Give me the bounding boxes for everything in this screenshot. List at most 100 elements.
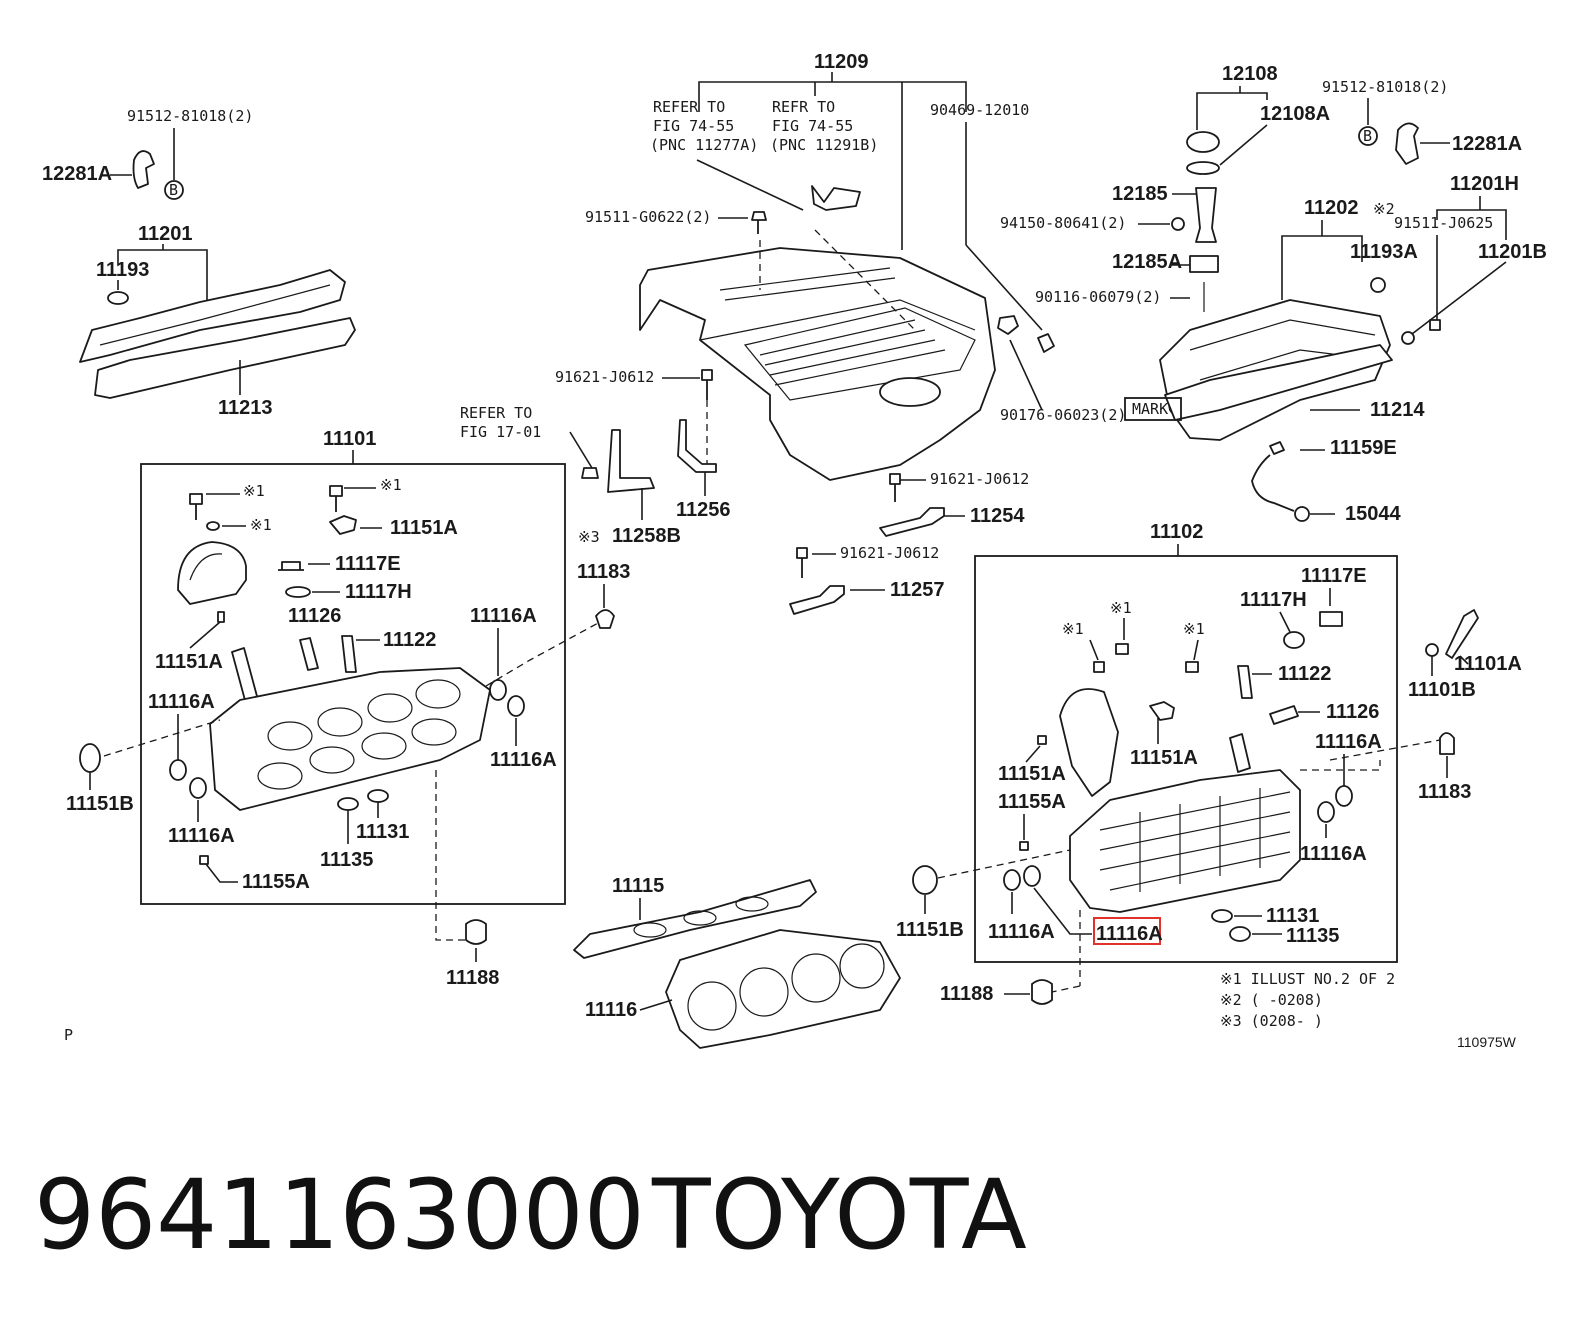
bolt-91621-a <box>701 369 713 400</box>
plug-11183-rh <box>1439 732 1455 755</box>
stud-11151a-rh <box>1037 735 1047 745</box>
head-cover-rh-group: 12108 12108A 91512-81018(2) B 12281A 121… <box>1000 63 1547 525</box>
label-star1-c: ※1 <box>380 476 402 494</box>
label-12185a: 12185A <box>1112 251 1182 273</box>
plug-11188-lh-group: 11188 <box>446 919 499 989</box>
right-side-parts-group: 11101A 11101B 11183 11151B 11188 <box>896 609 1522 1005</box>
union-15044 <box>1294 506 1310 522</box>
gasket-11117h-rh <box>1283 631 1305 649</box>
grommet-90469 <box>1037 333 1055 353</box>
label-91621-b: 91621-J0612 <box>930 470 1029 488</box>
label-15044: 15044 <box>1345 503 1401 525</box>
label-11131-rh: 11131 <box>1266 905 1319 927</box>
cap-11193a <box>1370 277 1386 293</box>
timing-cover-lh <box>177 541 247 605</box>
label-11151b-rh: 11151B <box>896 919 964 941</box>
label-11117e: 11117E <box>335 553 401 575</box>
label-11155a-rh: 11155A <box>998 791 1066 813</box>
grommet-11201b <box>1401 331 1415 345</box>
plug-11116a-lh-d <box>189 777 207 799</box>
label-11213: 11213 <box>218 397 273 419</box>
bolt-91621-c <box>796 547 808 578</box>
label-11151b-lh: 11151B <box>66 793 134 815</box>
seal-11151b-rh <box>912 865 938 895</box>
label-11151a-rh-left: 11151A <box>998 763 1066 785</box>
head-cover-lh <box>79 269 346 363</box>
label-11116: 11116 <box>585 999 637 1021</box>
label-11117h: 11117H <box>345 581 412 603</box>
bolt-91621-b <box>889 473 901 502</box>
tube-gasket-12185a <box>1189 255 1219 273</box>
label-90469: 90469-12010 <box>930 101 1029 119</box>
plug-11183-lh-group: 11183 <box>577 561 630 629</box>
caption-part-number: 9641163000 <box>34 1159 645 1271</box>
label-11151a-left: 11151A <box>155 651 223 673</box>
engine-cover <box>639 247 996 481</box>
label-11202: 11202 <box>1304 197 1359 219</box>
label-11102: 11102 <box>1150 521 1203 543</box>
gasket-11213 <box>94 317 356 399</box>
corner-letter: P <box>64 1026 73 1044</box>
label-12108a: 12108A <box>1260 103 1330 125</box>
label-star1-rh-a: ※1 <box>1110 599 1132 617</box>
cap-gasket-12108a <box>1186 161 1220 175</box>
label-11116a-highlight: 11116A <box>1096 923 1163 945</box>
label-11126-rh: 11126 <box>1326 701 1379 723</box>
bolt-11159e <box>1269 441 1285 455</box>
refer-fig-74-55-a: REFER TO FIG 74-55 (PNC 11277A) <box>650 98 758 154</box>
head-cover-lh-group: 91512-81018(2) B 12281A 11201 11193 1121… <box>42 107 356 419</box>
plug-11116a-rh-b <box>1317 801 1335 823</box>
bracket-11258b <box>607 429 655 493</box>
label-11115: 11115 <box>612 875 664 897</box>
label-11116a-lh-left: 11116A <box>148 691 215 713</box>
label-11135-lh: 11135 <box>320 849 373 871</box>
label-11257: 11257 <box>890 579 945 601</box>
engine-hanger-left <box>132 150 155 189</box>
label-11159e: 11159E <box>1330 437 1397 459</box>
label-11131-lh: 11131 <box>356 821 409 843</box>
plug-11135-lh <box>337 797 359 811</box>
label-star1-rh-b: ※1 <box>1062 620 1084 638</box>
brackets-group: 91621-J0612 REFER TO FIG 17-01 ※3 11258B… <box>460 368 1029 615</box>
label-11122: 11122 <box>383 629 436 651</box>
marker-b-left <box>164 180 184 200</box>
timing-cover-rh <box>1059 688 1119 797</box>
label-11201h: 11201H <box>1450 173 1519 195</box>
note-2: ※2 ( -0208) <box>1220 991 1323 1009</box>
label-11209: 11209 <box>814 51 869 73</box>
label-11193a: 11193A <box>1350 241 1418 263</box>
label-11256: 11256 <box>676 499 731 521</box>
nut-90176 <box>997 315 1019 335</box>
label-11116a-lh-top: 11116A <box>470 605 537 627</box>
label-94150: 94150-80641(2) <box>1000 214 1126 232</box>
label-11116a-lh-right: 11116A <box>490 749 557 771</box>
label-91511-g0622: 91511-G0622(2) <box>585 208 711 226</box>
nut-94150 <box>1171 217 1185 231</box>
marker-b-right <box>1358 126 1378 146</box>
label-11116a-lh-bottom: 11116A <box>168 825 235 847</box>
plug-11131-rh <box>1211 909 1233 923</box>
label-12281a-left: 12281A <box>42 163 112 185</box>
cylinder-head-lh <box>209 667 491 811</box>
label-11116a-rh-top: 11116A <box>1315 731 1382 753</box>
label-11188-lh: 11188 <box>446 967 499 989</box>
note-3: ※3 (0208- ) <box>1220 1012 1323 1030</box>
plug-11116a-rh-a <box>1335 785 1353 807</box>
tube-11151a <box>231 647 259 705</box>
marker-b-right-text: B <box>1363 127 1372 145</box>
gaskets-group: 11115 11116 <box>573 875 901 1049</box>
label-11101a: 11101A <box>1454 653 1522 675</box>
label-91511-j0625: 91511-J0625 <box>1394 214 1493 232</box>
label-star1-a: ※1 <box>243 482 265 500</box>
label-11254: 11254 <box>970 505 1025 527</box>
label-11135-rh: 11135 <box>1286 925 1339 947</box>
label-11116a-rh-bottom: 11116A <box>988 921 1055 943</box>
guide-11122-rh <box>1237 665 1253 699</box>
label-11201b: 11201B <box>1478 241 1547 263</box>
plug-11117e <box>278 561 304 571</box>
marker-b-left-text: B <box>169 181 178 199</box>
bolt-star1-rh-c <box>1185 661 1199 673</box>
label-90176: 90176-06023(2) <box>1000 406 1126 424</box>
label-91621-a: 91621-J0612 <box>555 368 654 386</box>
